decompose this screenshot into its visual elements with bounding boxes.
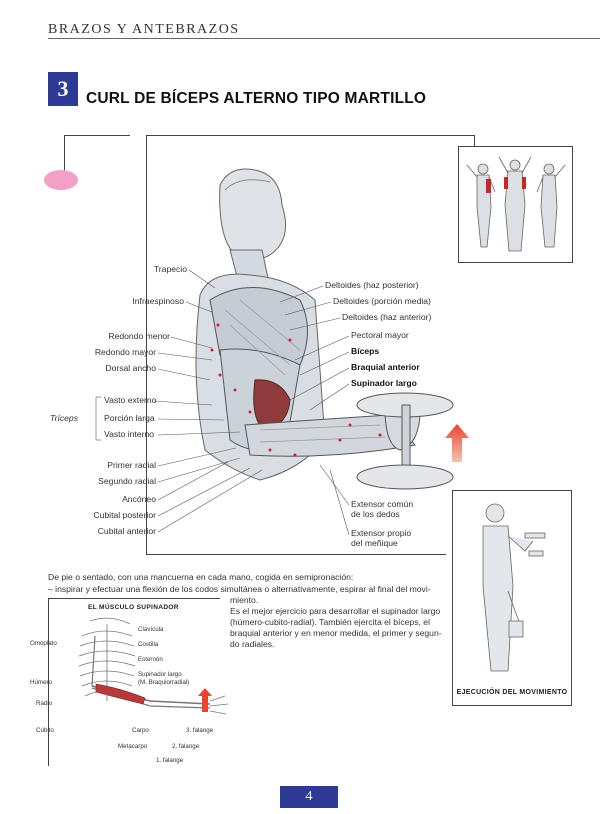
label-braquial-anterior: Braquial anterior	[351, 362, 420, 372]
label-deltoides-posterior: Deltoides (haz posterior)	[325, 280, 419, 290]
label-cubital-posterior: Cubital posterior	[93, 510, 156, 520]
label-porcion-larga: Porción larga	[104, 413, 155, 423]
paragraph-line-3: braquial anterior y en menor medida, el …	[230, 628, 442, 638]
execution-box: EJECUCIÓN DEL MOVIMIENTO	[452, 490, 572, 706]
label-deltoides-anterior: Deltoides (haz anterior)	[342, 312, 432, 322]
label-humero: Húmero	[30, 679, 53, 686]
label-anconeo: Ancóneo	[122, 494, 156, 504]
label-omoplato: Omoplato	[30, 640, 57, 647]
section-header: BRAZOS Y ANTEBRAZOS	[48, 22, 240, 37]
label-extensor-propio-2: del meñique	[351, 538, 398, 548]
label-redondo-menor: Redondo menor	[108, 331, 170, 341]
label-trapecio: Trapecio	[153, 264, 187, 274]
label-vasto-interno: Vasto interno	[104, 429, 155, 439]
label-triceps: Tríceps	[50, 413, 79, 423]
exercise-title: CURL DE BÍCEPS ALTERNO TIPO MARTILLO	[86, 90, 427, 107]
small-up-arrow-icon	[198, 688, 212, 712]
up-arrow-icon	[445, 424, 469, 462]
highlight-oval	[44, 170, 78, 190]
label-supinador-2: (M. Braquiorradial)	[138, 679, 190, 686]
frame-bottom	[146, 554, 446, 555]
header-rule	[48, 38, 600, 39]
label-radio: Radio	[36, 700, 53, 707]
exercise-number: 3	[48, 72, 78, 106]
label-cubital-anterior: Cubital anterior	[97, 526, 156, 536]
label-biceps: Bíceps	[351, 346, 380, 356]
label-metacarpo: Metacarpo	[118, 743, 148, 750]
label-vasto-externo: Vasto externo	[104, 395, 157, 405]
label-cubito: Cúbito	[36, 727, 54, 734]
label-carpo: Carpo	[132, 727, 149, 734]
paragraph-line-2: (húmero-cubito-radial). También ejercita…	[230, 617, 430, 627]
frame-top-left	[64, 135, 130, 136]
three-figures-illustration	[466, 156, 566, 252]
label-extensor-comun-2: de los dedos	[351, 509, 400, 519]
supinator-box-top	[48, 598, 220, 599]
label-esternon: Esternón	[138, 656, 163, 663]
page-number: 4	[280, 786, 338, 808]
label-clavicula: Clavícula	[138, 626, 164, 633]
frame-left-stub	[64, 135, 65, 180]
execution-caption: EJECUCIÓN DEL MOVIMIENTO	[456, 689, 568, 696]
label-redondo-mayor: Redondo mayor	[94, 347, 156, 357]
label-primer-radial: Primer radial	[107, 460, 156, 470]
label-extensor-comun-1: Extensor común	[351, 499, 414, 509]
instruction-line-2: – inspirar y efectuar una flexión de los…	[48, 584, 431, 594]
execution-illustration	[482, 503, 546, 672]
instruction-line-1: De pie o sentado, con una mancuerna en c…	[48, 572, 354, 582]
label-extensor-propio-1: Extensor propio	[351, 528, 412, 538]
supinator-box-title: EL MÚSCULO SUPINADOR	[88, 604, 179, 611]
label-falange-2: 2. falange	[172, 743, 200, 750]
skeleton-illustration	[78, 617, 229, 715]
label-supinador-1: Supinador largo	[138, 671, 182, 678]
supinator-box-left	[48, 598, 49, 766]
paragraph-line-1: Es el mejor ejercicio para desarrollar e…	[230, 606, 441, 616]
label-falange-3: 3. falange	[186, 727, 214, 734]
label-segundo-radial: Segundo radial	[98, 476, 156, 486]
frame-left	[146, 135, 147, 555]
label-pectoral-mayor: Pectoral mayor	[351, 330, 409, 340]
label-falange-1: 1. falange	[156, 757, 184, 764]
frame-right	[474, 135, 475, 147]
label-costilla: Costilla	[138, 641, 159, 648]
label-dorsal-ancho: Dorsal ancho	[105, 363, 156, 373]
muscle-figures-box	[458, 146, 573, 263]
label-deltoides-media: Deltoides (porción media)	[333, 296, 431, 306]
frame-top	[146, 135, 474, 136]
label-infraespinoso: Infraespinoso	[132, 296, 184, 306]
anatomy-illustration	[195, 168, 454, 490]
instruction-line-3: miento.	[230, 595, 259, 605]
label-supinador-largo: Supinador largo	[351, 378, 417, 388]
paragraph-line-4: do radiales.	[230, 639, 275, 649]
